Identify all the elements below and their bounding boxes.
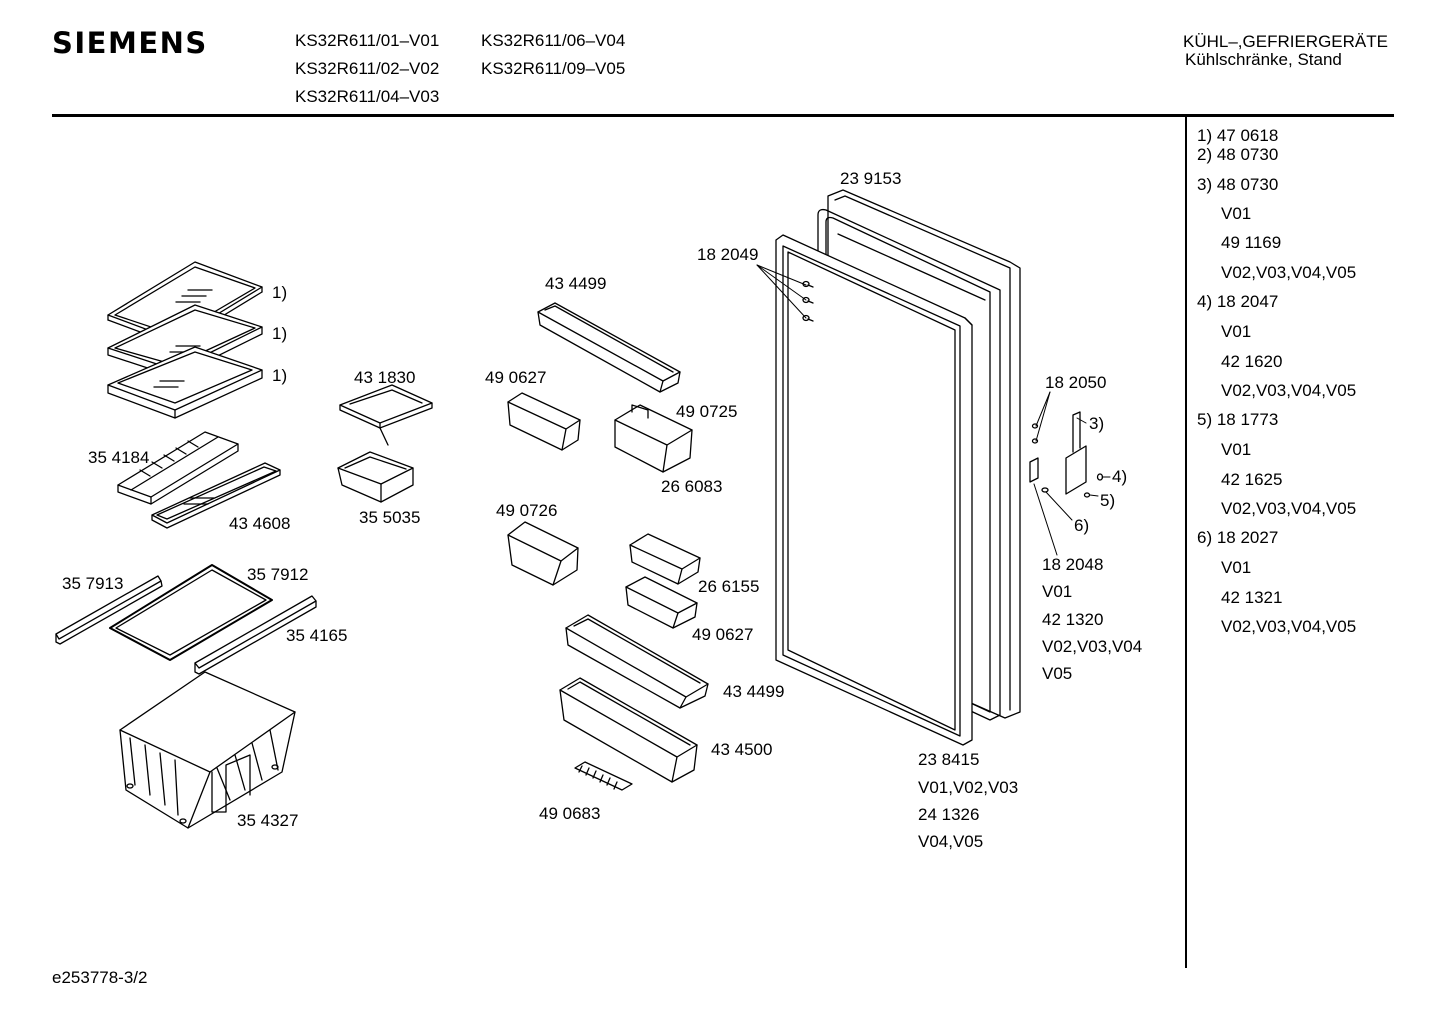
screw-drawing xyxy=(803,282,813,322)
divider-shelf-drawing xyxy=(118,432,238,504)
part-label: 18 2048 xyxy=(1042,555,1104,574)
brand-logo: SIEMENS xyxy=(52,26,208,60)
part-label: 26 6083 xyxy=(661,477,723,496)
legend-entry: V02,V03,V04,V05 xyxy=(1221,499,1357,518)
hinge-drawing xyxy=(1030,412,1103,497)
egg-tray-drawing xyxy=(630,534,700,584)
grille-drawing xyxy=(575,762,632,790)
callout-1-bottom: 1) xyxy=(272,366,288,385)
category-title: KÜHL–,GEFRIERGERÄTE xyxy=(1183,32,1388,51)
model-4: KS32R611/09–V05 xyxy=(481,59,626,78)
legend-entry: V01 xyxy=(1221,204,1252,223)
subcategory-title: Kühlschränke, Stand xyxy=(1185,50,1342,69)
part-label: 26 6155 xyxy=(698,577,760,596)
door-shelf-drawing xyxy=(566,615,708,708)
legend-entry: V01 xyxy=(1221,440,1252,459)
bottle-rack-drawing xyxy=(508,393,580,450)
legend-entry: 42 1321 xyxy=(1221,588,1283,607)
part-label: 49 0725 xyxy=(676,402,738,421)
part-label: 23 8415 xyxy=(918,750,980,769)
part-label: 43 4500 xyxy=(711,740,773,759)
model-5: KS32R611/04–V03 xyxy=(295,87,440,106)
model-2: KS32R611/06–V04 xyxy=(481,31,626,50)
leader-lines xyxy=(757,265,1110,555)
legend-entry: V02,V03,V04,V05 xyxy=(1221,263,1357,282)
part-label: 43 4499 xyxy=(723,682,785,701)
part-label: 35 7912 xyxy=(247,565,309,584)
part-label: 18 2049 xyxy=(697,245,759,264)
legend-entry: 42 1620 xyxy=(1221,352,1283,371)
part-label: 35 5035 xyxy=(359,508,421,527)
glass-plate-drawing xyxy=(110,565,272,660)
model-3: KS32R611/02–V02 xyxy=(295,59,440,78)
legend-entry: 1) 47 0618 xyxy=(1197,126,1279,145)
part-label: 49 0627 xyxy=(692,625,754,644)
drawer-cover-drawing xyxy=(340,385,432,445)
door-shelf-drawing xyxy=(560,678,697,782)
part-label: 43 4499 xyxy=(545,274,607,293)
legend-entry: 4) 18 2047 xyxy=(1197,292,1279,311)
part-label: 49 0683 xyxy=(539,804,601,823)
small-drawer-drawing xyxy=(338,452,413,502)
callout-1-middle: 1) xyxy=(272,324,288,343)
part-label: 43 4608 xyxy=(229,514,291,533)
legend-entry: V02,V03,V04,V05 xyxy=(1221,381,1357,400)
part-label: 23 9153 xyxy=(840,169,902,188)
part-label: 24 1326 xyxy=(918,805,980,824)
right-rail-drawing xyxy=(195,596,316,674)
part-label: 35 4184 xyxy=(88,448,150,467)
crisper-box-drawing xyxy=(120,672,295,828)
left-rail-drawing xyxy=(56,576,162,644)
variant-label: V01 xyxy=(1042,582,1073,601)
callout-6: 6) xyxy=(1074,516,1090,535)
legend-entry: 2) 48 0730 xyxy=(1197,145,1279,164)
callout-4: 4) xyxy=(1112,467,1128,486)
legend-entry: V01 xyxy=(1221,558,1252,577)
part-label: 42 1320 xyxy=(1042,610,1104,629)
door-gasket-drawing xyxy=(776,235,972,745)
legend-entry: 6) 18 2027 xyxy=(1197,528,1279,547)
small-shelf-drawing xyxy=(626,577,697,628)
glass-cover-drawing xyxy=(152,463,280,528)
legend-entry: 5) 18 1773 xyxy=(1197,410,1279,429)
variant-label: V05 xyxy=(1042,664,1073,683)
legend-entry: 3) 48 0730 xyxy=(1197,175,1279,194)
glass-shelf-drawing xyxy=(108,347,262,418)
part-label: 43 1830 xyxy=(354,368,416,387)
callout-1-top: 1) xyxy=(272,283,288,302)
document-id: e253778-3/2 xyxy=(52,968,148,987)
legend-entry: 49 1169 xyxy=(1221,233,1282,252)
legend-entry: 42 1625 xyxy=(1221,470,1283,489)
model-1: KS32R611/01–V01 xyxy=(295,31,440,50)
callout-5: 5) xyxy=(1100,491,1116,510)
part-label: 49 0627 xyxy=(485,368,547,387)
small-box-drawing xyxy=(508,522,578,585)
part-label: 35 4327 xyxy=(237,811,299,830)
part-label: 18 2050 xyxy=(1045,373,1107,392)
butter-box-drawing xyxy=(615,405,692,472)
variant-label: V04,V05 xyxy=(918,832,984,851)
header-divider xyxy=(52,114,1394,117)
callout-3: 3) xyxy=(1089,414,1105,433)
part-label: 35 7913 xyxy=(62,574,124,593)
legend-entry: V02,V03,V04,V05 xyxy=(1221,617,1357,636)
legend-entry: V01 xyxy=(1221,322,1252,341)
part-label: 49 0726 xyxy=(496,501,558,520)
part-label: 35 4165 xyxy=(286,626,348,645)
variant-label: V02,V03,V04 xyxy=(1042,637,1143,656)
legend-divider xyxy=(1185,116,1187,968)
door-shelf-drawing xyxy=(538,303,680,392)
variant-label: V01,V02,V03 xyxy=(918,778,1019,797)
